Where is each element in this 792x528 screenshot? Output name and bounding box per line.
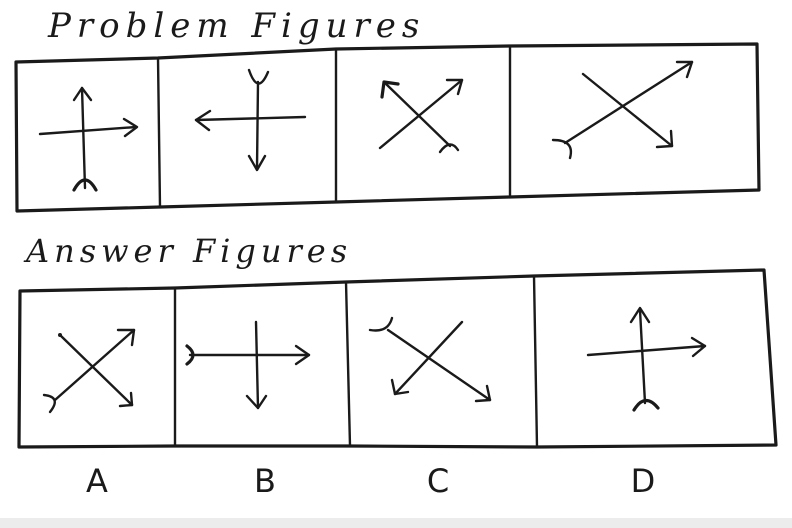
answer-frame xyxy=(17,268,778,449)
problem-figure-2 xyxy=(194,68,307,172)
answer-figure-b xyxy=(185,320,311,410)
bottom-strip xyxy=(0,518,792,528)
answer-figures-row xyxy=(17,268,778,449)
problem-frame xyxy=(14,42,761,213)
option-label-a: A xyxy=(86,462,108,500)
option-label-b: B xyxy=(254,462,276,500)
problem-figure-3 xyxy=(378,78,464,154)
answer-figure-a xyxy=(42,328,136,414)
problem-figures-row xyxy=(14,42,761,213)
answer-divider-3 xyxy=(532,274,539,449)
option-label-d: D xyxy=(630,462,656,500)
answer-figures-heading: Answer Figures xyxy=(26,232,353,270)
problem-figures-heading: Problem Figures xyxy=(48,6,426,46)
problem-divider-1 xyxy=(156,56,162,209)
answer-divider-2 xyxy=(344,280,352,448)
answer-figure-d xyxy=(586,306,707,412)
answer-figure-c xyxy=(368,316,492,403)
problem-figure-1 xyxy=(38,86,139,192)
problem-figure-4 xyxy=(551,60,694,160)
option-label-c: C xyxy=(426,462,450,500)
